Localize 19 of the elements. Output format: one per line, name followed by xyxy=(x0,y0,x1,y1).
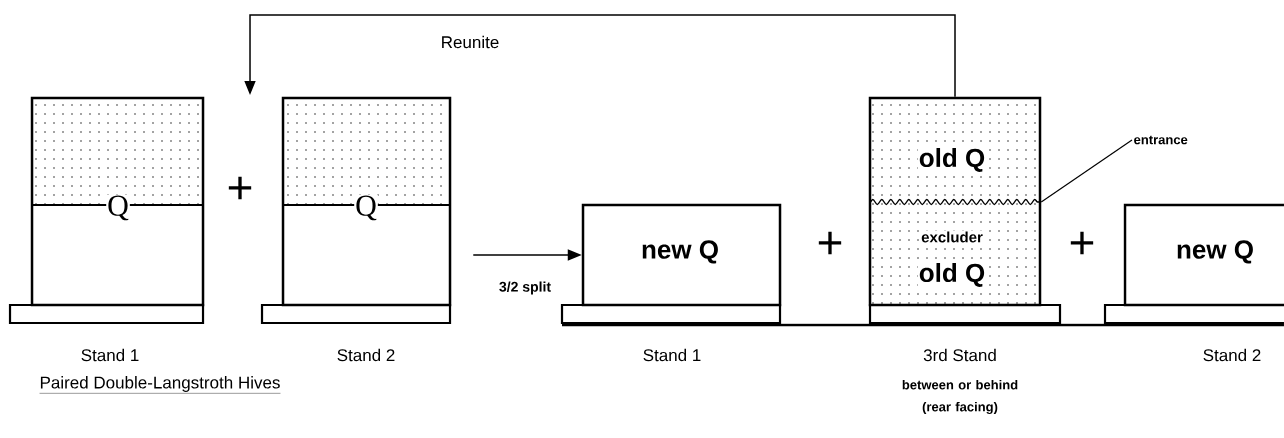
node-label: Stand 1 xyxy=(643,348,701,362)
edge-label: Reunite xyxy=(442,35,499,49)
plus-sign: + xyxy=(228,176,252,200)
node-label: Stand 2 xyxy=(1203,348,1261,362)
hive: Q Stand 2 xyxy=(281,96,452,362)
caption: Paired Double-Langstroth Hives xyxy=(39,376,281,394)
hive: new Q Stand 2 xyxy=(1103,203,1284,362)
entrance-label: entrance xyxy=(1134,135,1188,145)
leader-line xyxy=(1040,139,1133,203)
hive xyxy=(8,303,205,325)
hive: new Q Stand 1 xyxy=(560,203,782,362)
hive: Q Stand 1 xyxy=(30,96,205,362)
arrow xyxy=(244,14,956,98)
plus-sign: + xyxy=(1070,231,1094,255)
plus-sign: + xyxy=(818,231,842,255)
hive xyxy=(868,303,1062,325)
hive: old Q excluder old Q 3rd Stand between or behind (rear facing) xyxy=(868,96,1042,415)
hive xyxy=(260,303,452,325)
edge-label: 3/2 split xyxy=(499,281,551,295)
